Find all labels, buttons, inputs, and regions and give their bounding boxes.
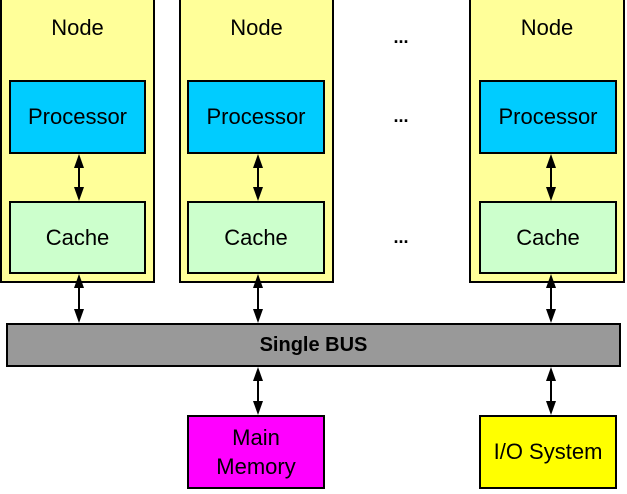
node-2-cache: Cache [187, 201, 325, 274]
arrow-node2-bus [253, 274, 263, 323]
main-memory-line-2: Memory [216, 454, 296, 479]
ellipsis-cache: ... [393, 227, 409, 247]
main-memory: Main Memory [187, 415, 325, 489]
main-memory-line-1: Main [232, 425, 280, 450]
node-2-processor: Processor [187, 80, 325, 154]
arrow-node1-processor-cache [74, 154, 84, 201]
arrow-bus-main-memory [253, 367, 263, 415]
arrow-node3-processor-cache [546, 154, 556, 201]
node-1-cache: Cache [9, 201, 146, 274]
node-3-cache: Cache [479, 201, 617, 274]
arrow-node1-bus [74, 274, 84, 323]
node-1-processor: Processor [9, 80, 146, 154]
node-3-processor: Processor [479, 80, 617, 154]
node-2-title: Node [230, 15, 283, 40]
arrow-bus-io-system [546, 367, 556, 415]
io-system: I/O System [479, 415, 617, 489]
ellipsis-processor: ... [393, 106, 409, 126]
single-bus: Single BUS [6, 323, 621, 367]
arrow-node2-processor-cache [253, 154, 263, 201]
arrow-node3-bus [546, 274, 556, 323]
node-1-title: Node [51, 15, 104, 40]
node-3-title: Node [520, 15, 574, 40]
ellipsis-title: ... [393, 27, 409, 47]
